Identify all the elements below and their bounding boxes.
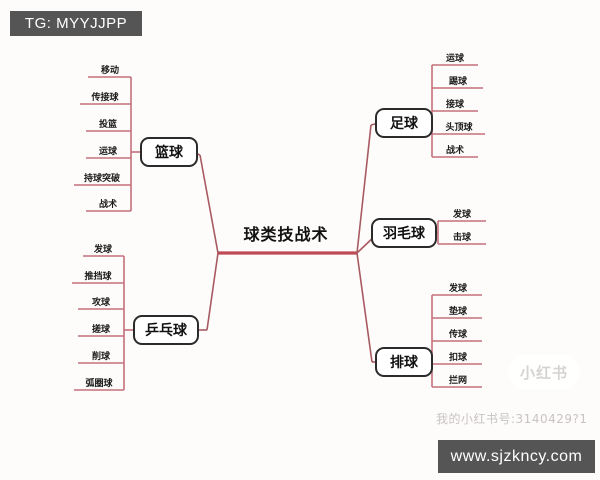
branch-node-pingpong[interactable]: 乒乓球	[133, 315, 199, 345]
leaf-pingpong-4[interactable]: 削球	[91, 352, 111, 362]
leaf-volleyball-4[interactable]: 拦网	[448, 376, 468, 386]
trunk-to-football	[356, 124, 372, 254]
leaf-football-2[interactable]: 接球	[445, 100, 465, 110]
xiaohongshu-watermark-id: 我的小红书号:3140429?1	[436, 412, 588, 426]
leaf-basketball-5[interactable]: 战术	[98, 200, 118, 210]
leaf-volleyball-2[interactable]: 传球	[448, 330, 468, 340]
center-node-title: 球类技战术	[243, 225, 329, 244]
branch-node-volleyball[interactable]: 排球	[375, 347, 433, 377]
branch-node-badminton[interactable]: 羽毛球	[371, 218, 437, 248]
leaf-pingpong-0[interactable]: 发球	[93, 245, 113, 255]
trunk-to-basketball	[199, 154, 219, 254]
leaf-football-3[interactable]: 头顶球	[445, 123, 473, 133]
leaf-pingpong-3[interactable]: 搓球	[91, 325, 111, 335]
leaf-pingpong-2[interactable]: 攻球	[91, 298, 111, 308]
leaf-pingpong-5[interactable]: 弧圈球	[85, 379, 113, 389]
branch-node-football[interactable]: 足球	[375, 108, 433, 138]
leaf-volleyball-0[interactable]: 发球	[448, 284, 468, 294]
leaf-basketball-2[interactable]: 投篮	[98, 120, 118, 130]
leaf-basketball-1[interactable]: 传接球	[91, 93, 119, 103]
leaf-badminton-1[interactable]: 击球	[452, 233, 472, 243]
leaf-basketball-4[interactable]: 持球突破	[83, 174, 121, 184]
leaf-badminton-0[interactable]: 发球	[452, 210, 472, 220]
leaf-basketball-0[interactable]: 移动	[100, 66, 120, 76]
leaf-pingpong-1[interactable]: 推挡球	[84, 272, 112, 282]
website-url-tag: www.sjzkncy.com	[438, 440, 595, 473]
leaf-volleyball-3[interactable]: 扣球	[448, 353, 468, 363]
leaf-basketball-3[interactable]: 运球	[98, 147, 118, 157]
branch-node-basketball[interactable]: 篮球	[140, 137, 198, 167]
leaf-football-4[interactable]: 战术	[445, 146, 465, 156]
trunk-to-pingpong	[206, 252, 219, 331]
trunk-to-volleyball	[356, 252, 373, 363]
xiaohongshu-watermark-logo: 小红书	[508, 355, 580, 389]
leaf-football-0[interactable]: 运球	[445, 54, 465, 64]
leaf-football-1[interactable]: 踢球	[448, 77, 468, 87]
leaf-volleyball-1[interactable]: 垫球	[448, 307, 468, 317]
telegram-tag: TG: MYYJJPP	[10, 11, 142, 36]
